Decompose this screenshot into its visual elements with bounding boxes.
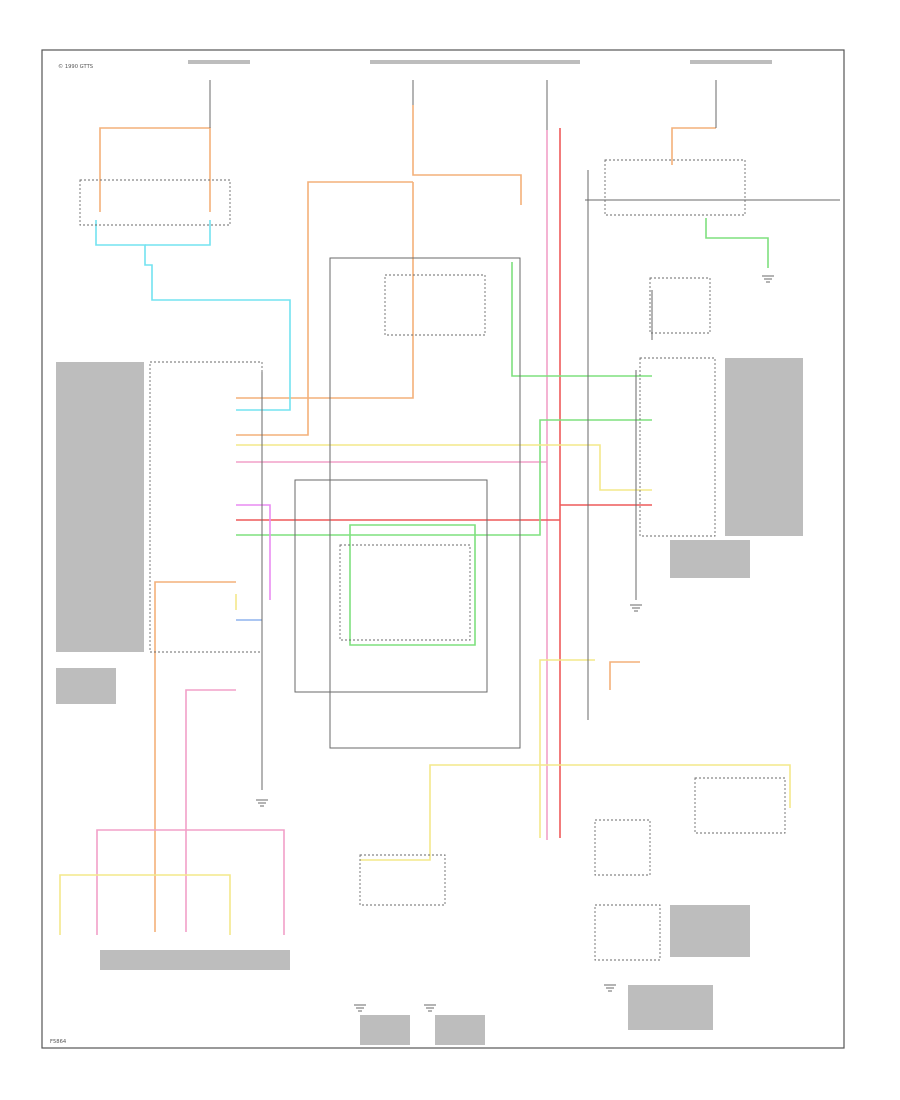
green-wire-horizontal [511, 262, 652, 377]
orange-wire-mid-left [236, 182, 414, 399]
right-lower-switch [594, 819, 651, 876]
orange-wire-bottom-left [154, 581, 236, 932]
circuit-lines [209, 80, 840, 790]
ground-symbol-1 [256, 799, 268, 807]
wires [59, 105, 791, 935]
center-module-outline [329, 257, 521, 749]
label-block-right-mid [670, 540, 750, 578]
ground-symbol-2 [762, 275, 774, 283]
label-block-bottom-left [360, 1015, 410, 1045]
green-wire-box [349, 524, 476, 646]
lower-module-outline [294, 479, 488, 693]
label-block-lower-right [670, 905, 750, 957]
label-block-right-list [725, 358, 803, 536]
lower-center-lamps [359, 854, 446, 906]
label-block-fuse-1 [188, 60, 250, 64]
orange-wire-right-top [671, 127, 716, 165]
green-wire-right-ground [705, 218, 769, 268]
right-connector-strip [639, 357, 716, 537]
yellow-wire-top [236, 444, 652, 491]
green-wire-center [236, 419, 652, 536]
right-lower-module [594, 904, 661, 961]
left-connector-strip [149, 361, 263, 653]
right-mid-module [649, 277, 711, 334]
orange-wire-bottom-right [609, 661, 640, 690]
cyan-wire-left [95, 220, 291, 411]
pink-wire-bottom [185, 689, 236, 932]
ground-symbol-5 [424, 1004, 436, 1012]
left-switch-block [79, 179, 231, 226]
violet-wire-left [236, 504, 271, 600]
orange-wire-top-left [99, 127, 211, 212]
ground-symbol-6 [604, 984, 616, 992]
components [79, 159, 786, 961]
copyright-label: © 1990 GTTS [58, 63, 93, 70]
cyan-wire-right [145, 220, 211, 246]
yellow-wire-lower-center [360, 764, 791, 861]
ground-symbol-3 [630, 604, 642, 612]
unreadable-label-blocks [56, 60, 803, 1045]
label-block-left-bottom [56, 668, 116, 704]
figure-number: F5864 [50, 1039, 67, 1045]
orange-wire-fuse-right [412, 105, 522, 205]
yellow-wire-lower-mid [539, 659, 595, 838]
label-block-left-list [56, 362, 144, 652]
label-block-lower-left-comps [100, 950, 290, 970]
right-ignition-switch [694, 777, 786, 834]
diagram-border [41, 49, 845, 1049]
label-block-fuse-2 [370, 60, 580, 64]
pink-wire-bottom-loop [96, 829, 285, 935]
label-block-bottom-right [628, 985, 713, 1030]
ground-symbol-4 [354, 1004, 366, 1012]
label-block-fuse-3 [690, 60, 772, 64]
orange-wire-long-left [236, 181, 413, 436]
right-top-relay [604, 159, 746, 216]
center-top-relay [384, 274, 486, 336]
yellow-wire-lower-left [59, 874, 231, 935]
center-switch-block [339, 544, 471, 641]
ground-symbols [256, 275, 774, 1012]
label-block-bottom-center [435, 1015, 485, 1045]
